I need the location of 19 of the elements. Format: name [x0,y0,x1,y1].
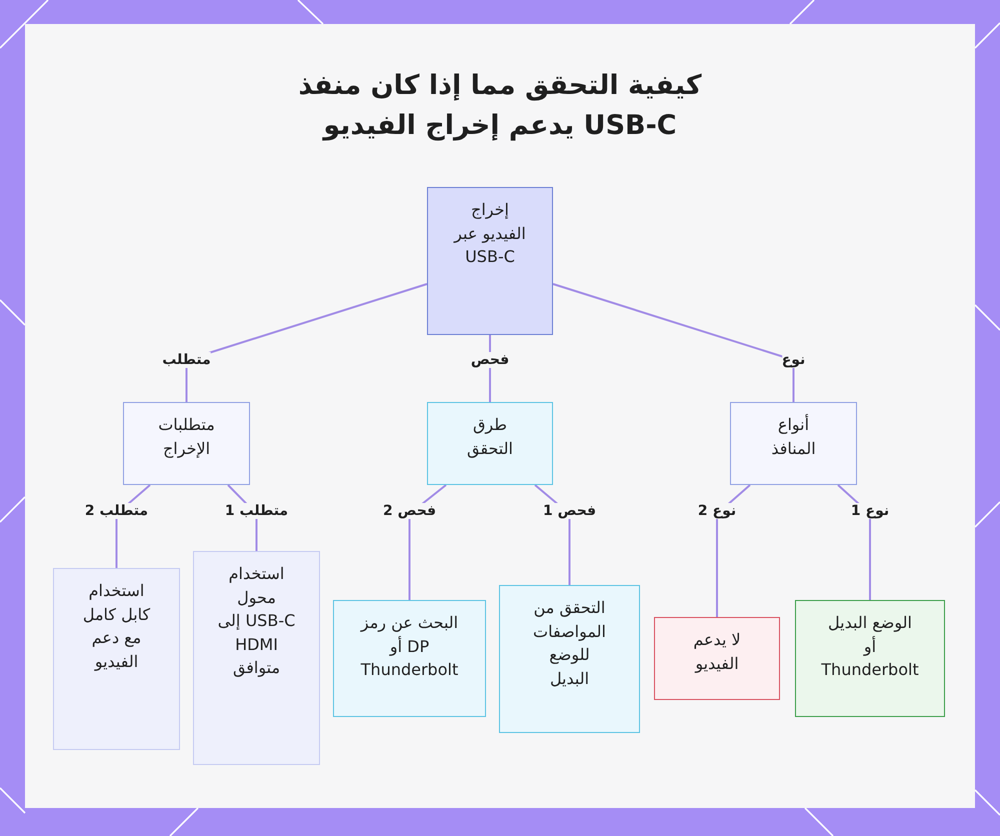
process-box: التحقق من المواصفات للوضع البديل [499,585,640,733]
process-box: طرق التحقق [427,402,553,485]
edge-label: فحص 1 [543,503,596,519]
edge-label: نوع 2 [698,503,736,519]
connector-line [552,283,794,402]
edge-label: نوع 1 [850,503,890,519]
process-box: الوضع البديل أو Thunderbolt [795,600,945,717]
process-box: لا يدعم الفيديو [654,617,780,700]
edge-label: فحص [470,352,510,368]
process-box: استخدام كابل كامل مع دعم الفيديو [53,568,180,750]
process-box: البحث عن رمز DP أو Thunderbolt [333,600,486,717]
edge-label: فحص 2 [383,503,436,519]
process-box: أنواع المنافذ [730,402,857,485]
edge-label: متطلب 1 [224,503,288,519]
process-box: متطلبات الإخراج [123,402,250,485]
edge-label: متطلب 2 [84,503,148,519]
edge-label: نوع [782,352,806,368]
connector-line [186,283,428,402]
edge-label: متطلب [162,352,211,368]
